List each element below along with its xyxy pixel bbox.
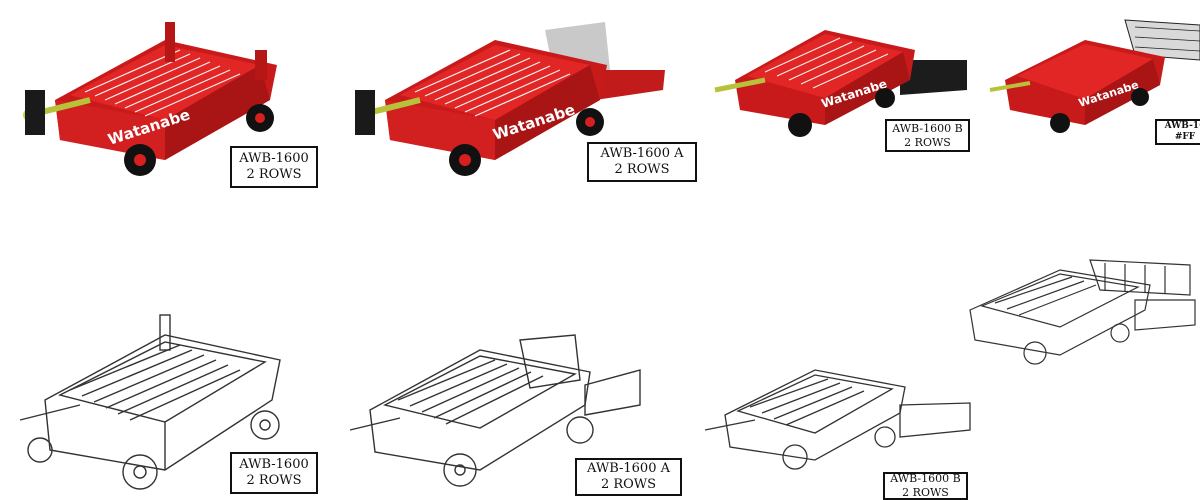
model-label-awb-1600: AWB-1600 2 ROWS [230, 146, 318, 188]
model-label-awb-16-cropped: AWB-16 #FF [1155, 119, 1200, 145]
hitch-frame [25, 90, 45, 135]
row-count: #FF [1174, 132, 1196, 142]
harvester-awb-1600-b-line-drawing [704, 369, 971, 470]
wheel-hub [255, 113, 265, 123]
row-count: 2 ROWS [902, 486, 949, 499]
model-name: AWB-1600 A [600, 145, 684, 161]
model-name: AWB-16 [1164, 120, 1200, 131]
row-count: 2 ROWS [600, 477, 657, 492]
model-name: AWB-1600 [239, 456, 309, 472]
harvester-awb-1600-a-line-drawing [349, 334, 641, 487]
machine-frame: Watanabe [1005, 40, 1165, 125]
pto-shaft [714, 77, 766, 93]
machine-frame: Watanabe [735, 30, 915, 125]
wheel [875, 88, 895, 108]
model-label-awb-1600-b-drawing: AWB-1600 B 2 ROWS [883, 472, 968, 500]
wheel-hub [585, 117, 595, 127]
row-count: 2 ROWS [246, 473, 302, 488]
model-label-awb-1600-a: AWB-1600 A 2 ROWS [587, 142, 697, 182]
harvester-awb-1600-a-red-image: Watanabe [355, 22, 665, 176]
harvester-awb-16-line-drawing [969, 259, 1196, 365]
rear-conveyor [900, 60, 967, 95]
harvester-awb-16-red-image: Watanabe [989, 19, 1200, 133]
model-name: AWB-1600 B [890, 472, 961, 486]
harvester-awb-1600-b-red-image: Watanabe [714, 30, 967, 137]
model-label-awb-1600-a-drawing: AWB-1600 A 2 ROWS [575, 458, 682, 496]
wheel [788, 113, 812, 137]
harvester-awb-1600-line-drawing [19, 314, 281, 490]
model-label-awb-1600-drawing: AWB-1600 2 ROWS [230, 452, 318, 494]
row-count: 2 ROWS [904, 135, 951, 149]
model-label-awb-1600-b: AWB-1600 B 2 ROWS [885, 119, 970, 152]
harvester-awb-1600-red-image: Watanabe [23, 22, 277, 176]
machine-frame: Watanabe [385, 40, 607, 160]
model-name: AWB-1600 A [586, 460, 670, 476]
wheel-hub [134, 154, 146, 166]
wheel [1050, 113, 1070, 133]
row-count: 2 ROWS [614, 162, 670, 177]
hitch-frame [355, 90, 375, 135]
machine-frame: Watanabe [55, 22, 277, 160]
pto-shaft [989, 81, 1031, 92]
model-name: AWB-1600 B [892, 121, 963, 135]
wheel-hub [459, 154, 471, 166]
model-name: AWB-1600 [239, 150, 309, 166]
wheel [1131, 88, 1149, 106]
row-count: 2 ROWS [246, 167, 302, 182]
rear-conveyor [595, 70, 665, 100]
